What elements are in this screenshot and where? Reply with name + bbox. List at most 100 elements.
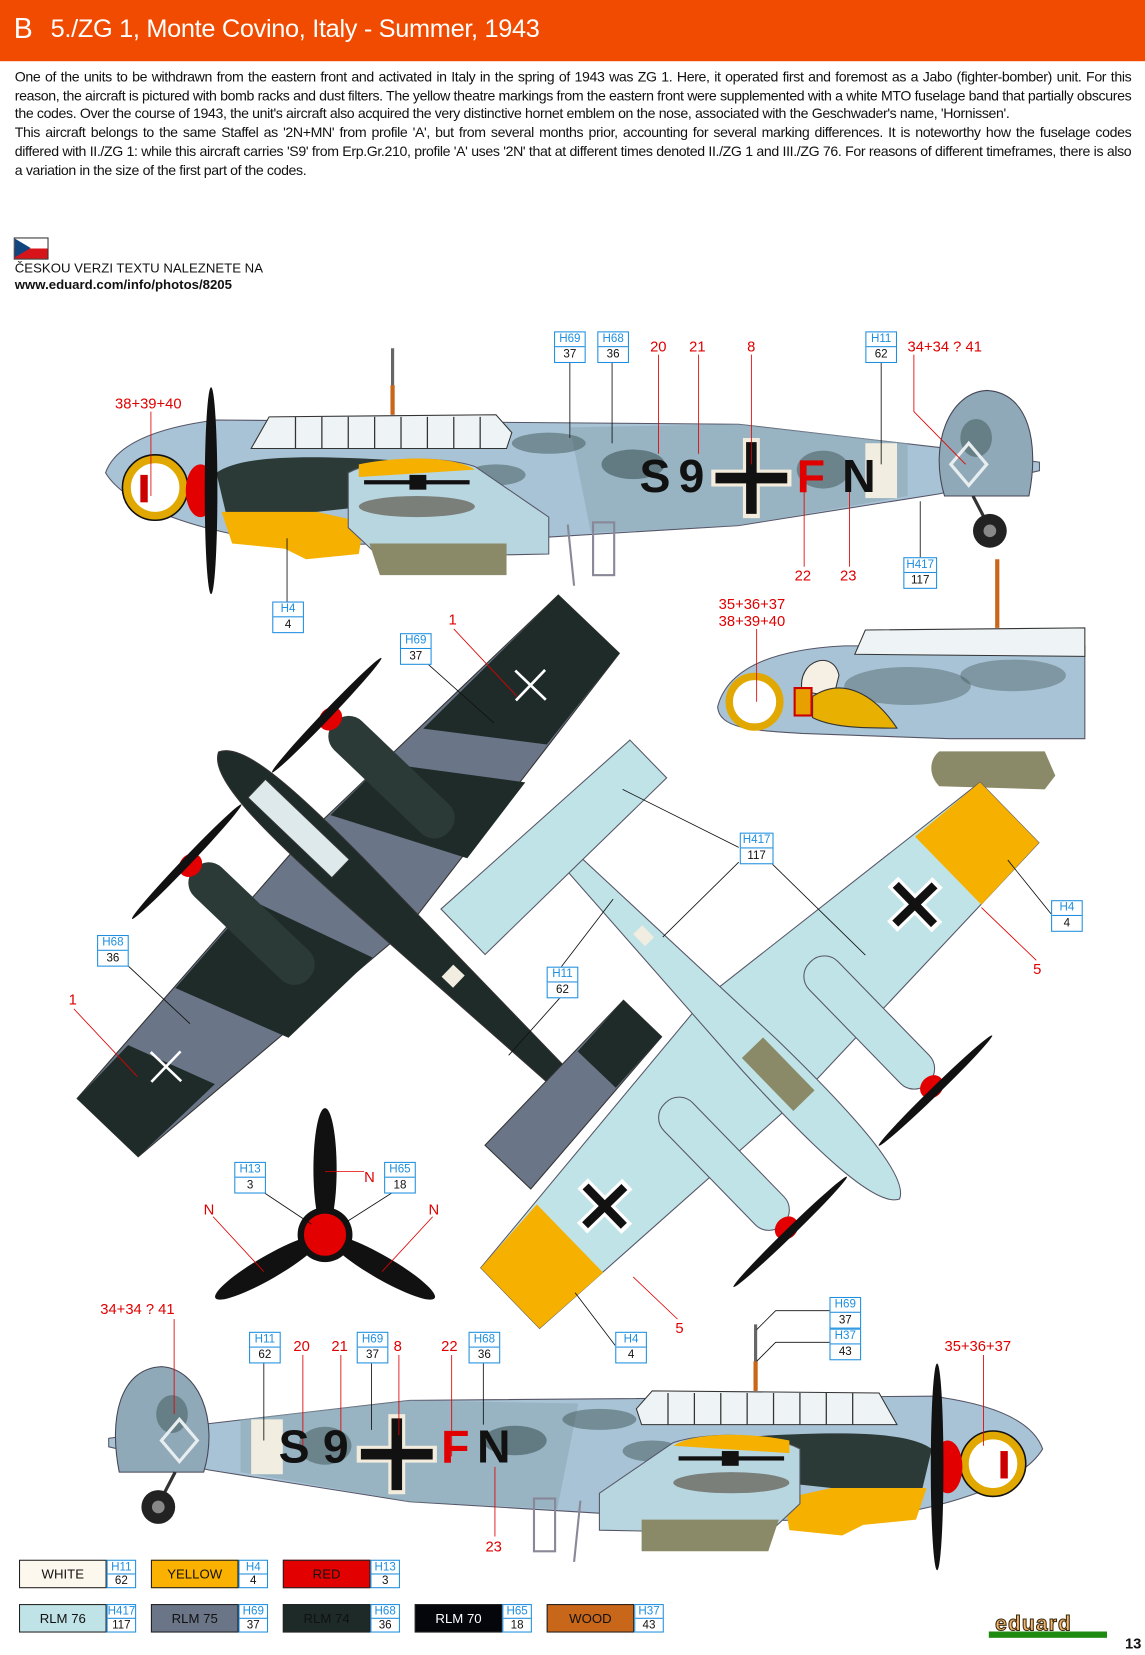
paint-number: 43 [838, 1345, 852, 1359]
paint-number: 4 [1063, 917, 1071, 930]
paint-code: H69 [401, 634, 431, 650]
upper-surface-view [76, 594, 663, 1190]
paint-code: H69 [357, 1333, 388, 1348]
paint-number: 4 [284, 618, 292, 632]
czech-flag-icon [13, 237, 49, 260]
paint-code: H417 [107, 1605, 136, 1619]
decal-callout: 35+36+37 [944, 1337, 1012, 1354]
code-letter-n: N [476, 1421, 511, 1474]
paint-number: 62 [258, 1348, 272, 1362]
nose-detail [717, 559, 1086, 790]
code-letter-n: N [842, 450, 876, 503]
color-swatch: RLM 75 [150, 1604, 239, 1633]
decal-callout: 1 [448, 611, 457, 628]
description-paragraph: One of the units to be withdrawn from th… [14, 68, 1132, 122]
decal-callout: N [203, 1200, 215, 1218]
decal-callout: 1 [68, 990, 77, 1008]
paint-number: 37 [366, 1348, 379, 1362]
code-digit-9: 9 [322, 1421, 349, 1474]
paint-code: H69 [830, 1298, 861, 1313]
paint-code: H11 [250, 1333, 280, 1348]
paint-code: H417 [740, 834, 773, 849]
paint-number: 36 [106, 951, 120, 965]
paint-number: 18 [393, 1178, 407, 1192]
paint-number: 62 [556, 983, 569, 997]
decal-callout: 21 [331, 1337, 348, 1354]
paint-number: 62 [874, 348, 888, 361]
decal-callout: 34+34 ? 41 [907, 337, 982, 355]
paint-number: 37 [246, 1618, 260, 1632]
profile-header: B 5./ZG 1, Monte Covino, Italy - Summer,… [0, 0, 1145, 62]
decal-callout: 23 [485, 1537, 502, 1555]
decal-callout: 22 [794, 566, 812, 584]
paint-code: H68 [469, 1333, 500, 1348]
decal-callout: 38+39+40 [718, 612, 786, 629]
color-swatch: RLM 70 [414, 1604, 503, 1633]
color-name: RLM 74 [303, 1610, 350, 1626]
eduard-logo: eduard [988, 1612, 1108, 1638]
paint-code: H65 [503, 1605, 531, 1619]
paint-code: H4 [616, 1333, 646, 1348]
paint-number: 36 [378, 1618, 392, 1632]
paint-code: H69 [555, 332, 585, 348]
decal-callout: 8 [393, 1337, 402, 1354]
paint-number: 4 [627, 1348, 635, 1362]
paint-number: 3 [381, 1574, 389, 1588]
decal-callout: 22 [441, 1337, 458, 1354]
decal-callout: 20 [650, 337, 667, 355]
decal-callout: 35+36+37 [718, 595, 786, 613]
color-name: YELLOW [167, 1566, 223, 1582]
decal-callout: 8 [747, 337, 756, 355]
paint-code: H4 [273, 603, 303, 618]
code-digit-9: 9 [678, 450, 705, 503]
paint-number: 117 [747, 849, 766, 863]
color-name: WOOD [569, 1610, 612, 1626]
paint-code: H69 [239, 1605, 267, 1619]
decal-callout: 21 [689, 337, 706, 355]
decal-callout: 34+34 ? 41 [100, 1300, 175, 1318]
decal-callout: N [428, 1200, 440, 1218]
paint-number: 62 [114, 1574, 128, 1588]
paint-code: H13 [371, 1561, 399, 1575]
paint-code: H13 [235, 1163, 265, 1178]
decal-callout: N [364, 1168, 375, 1186]
paint-code: H68 [98, 936, 128, 951]
paint-code: H4 [239, 1561, 267, 1575]
color-name: RLM 70 [435, 1610, 482, 1626]
paint-code: H417 [904, 558, 937, 574]
paint-code: H11 [547, 968, 578, 983]
decal-callout: 5 [1033, 960, 1042, 978]
color-swatch: RLM 74 [282, 1604, 371, 1633]
code-letter-f: F [796, 450, 826, 503]
paint-number: 37 [409, 650, 423, 663]
paint-code: H37 [830, 1330, 861, 1345]
paint-number: 37 [563, 348, 577, 361]
decal-callout: 38+39+40 [115, 394, 182, 412]
paint-number: 43 [642, 1618, 656, 1632]
czech-note-url[interactable]: www.eduard.com/info/photos/8205 [14, 277, 232, 293]
profile-letter: B [13, 12, 33, 45]
